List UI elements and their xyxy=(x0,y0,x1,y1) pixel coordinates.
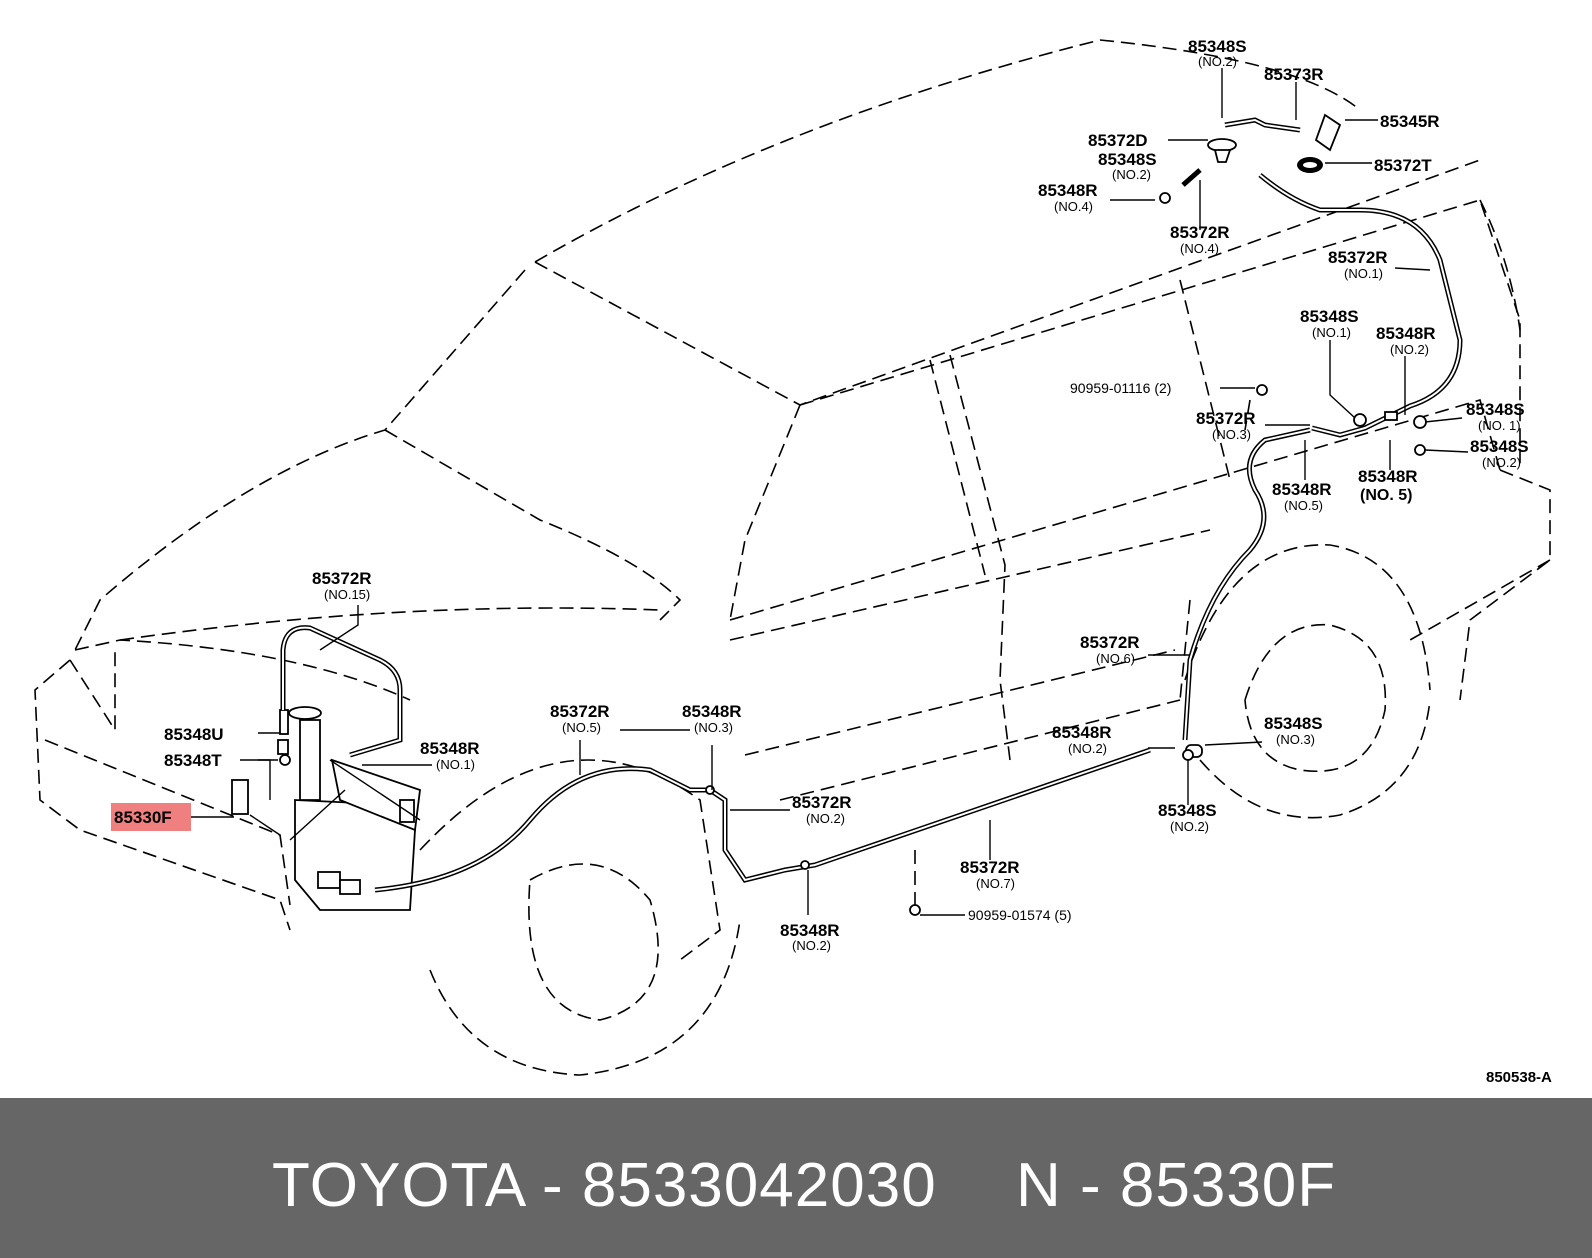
washer-tank-assembly xyxy=(231,706,421,911)
leader-lines xyxy=(190,68,1469,916)
sublabel-l5: (NO.2) xyxy=(1112,167,1151,182)
label-l25: 85348R xyxy=(1052,723,1112,742)
label-l31: 85348R xyxy=(780,921,840,940)
label-l29: 85348S xyxy=(1158,801,1217,820)
label-l3: 85345R xyxy=(1380,112,1440,131)
label-l21: 85348T xyxy=(164,751,222,770)
label-l28: 85372R xyxy=(792,793,852,812)
sublabel-l1: (NO.2) xyxy=(1198,54,1237,69)
sublabel-l28: (NO.2) xyxy=(806,811,845,826)
parts-diagram: 85348S (NO.2) 85373R 85345R 85372D 85348… xyxy=(34,37,1553,1086)
footer-bar: TOYOTA - 8533042030 N - 85330F xyxy=(0,1098,1592,1258)
sublabel-l10: (NO.1) xyxy=(1312,325,1351,340)
sublabel-l7: (NO.4) xyxy=(1054,199,1093,214)
sublabel-l18: (NO.15) xyxy=(324,587,370,602)
label-l5: 85348S xyxy=(1098,150,1157,169)
sublabel-l25: (NO.2) xyxy=(1068,741,1107,756)
label-l6: 85372T xyxy=(1374,156,1432,175)
label-l24: 85348R xyxy=(682,702,742,721)
label-l9: 85372R xyxy=(1328,248,1388,267)
sublabel-l17: (NO. 5) xyxy=(1360,487,1412,504)
nozzle-85345R xyxy=(1314,113,1342,152)
diagram-code: 850538-A xyxy=(1486,1069,1552,1086)
label-l20: 85348U xyxy=(164,725,224,744)
sublabel-l13: (NO.3) xyxy=(1212,427,1251,442)
label-l1: 85348S xyxy=(1188,37,1247,56)
label-l16: 85348R xyxy=(1272,480,1332,499)
footer-diagram-ref: N - 85330F xyxy=(1016,1151,1337,1220)
vehicle-outline xyxy=(34,39,1551,1076)
label-l26: 85348S xyxy=(1264,714,1323,733)
label-l23: 85372R xyxy=(550,702,610,721)
label-l2: 85373R xyxy=(1264,65,1324,84)
label-l22: 85348R xyxy=(420,739,480,758)
part-labels: 85348S (NO.2) 85373R 85345R 85372D 85348… xyxy=(111,37,1552,1086)
sublabel-l23: (NO.5) xyxy=(562,720,601,735)
label-l8: 85372R xyxy=(1170,223,1230,242)
sublabel-l14: (NO. 1) xyxy=(1478,418,1521,433)
label-l12: 90959-01116 (2) xyxy=(1070,380,1171,396)
footer-part-number: TOYOTA - 8533042030 xyxy=(272,1151,937,1220)
label-l18: 85372R xyxy=(312,569,372,588)
filler-cap xyxy=(288,706,322,720)
filler-neck xyxy=(299,719,321,801)
sublabel-l15: (NO.2) xyxy=(1482,455,1521,470)
sublabel-l16: (NO.5) xyxy=(1284,498,1323,513)
sublabel-l31: (NO.2) xyxy=(792,938,831,953)
sublabel-l29: (NO.2) xyxy=(1170,819,1209,834)
sublabel-l26: (NO.3) xyxy=(1276,732,1315,747)
label-l17: 85348R xyxy=(1358,467,1418,486)
label-l30: 85372R xyxy=(960,858,1020,877)
label-l4: 85372D xyxy=(1088,131,1148,150)
highlight-box xyxy=(111,803,191,831)
label-l10: 85348S xyxy=(1300,307,1359,326)
sublabel-l30: (NO.7) xyxy=(976,876,1015,891)
label-l32: 90959-01574 (5) xyxy=(968,907,1072,923)
label-l13: 85372R xyxy=(1196,409,1256,428)
sublabel-l8: (NO.4) xyxy=(1180,241,1219,256)
label-l15: 85348S xyxy=(1470,437,1529,456)
sublabel-l24: (NO.3) xyxy=(694,720,733,735)
label-l19: 85372R xyxy=(1080,633,1140,652)
fittings xyxy=(279,113,1427,916)
sublabel-l9: (NO.1) xyxy=(1344,266,1383,281)
label-l7: 85348R xyxy=(1038,181,1098,200)
diagram-canvas: 85348S (NO.2) 85373R 85345R 85372D 85348… xyxy=(34,37,1552,1086)
sublabel-l19: (NO.6) xyxy=(1096,651,1135,666)
label-l11: 85348R xyxy=(1376,324,1436,343)
washer-motor-85330F xyxy=(231,779,249,815)
label-l27: 85330F xyxy=(114,808,172,827)
sublabel-l22: (NO.1) xyxy=(436,757,475,772)
label-l14: 85348S xyxy=(1466,400,1525,419)
washer-hoses xyxy=(280,117,1463,893)
sublabel-l11: (NO.2) xyxy=(1390,342,1429,357)
